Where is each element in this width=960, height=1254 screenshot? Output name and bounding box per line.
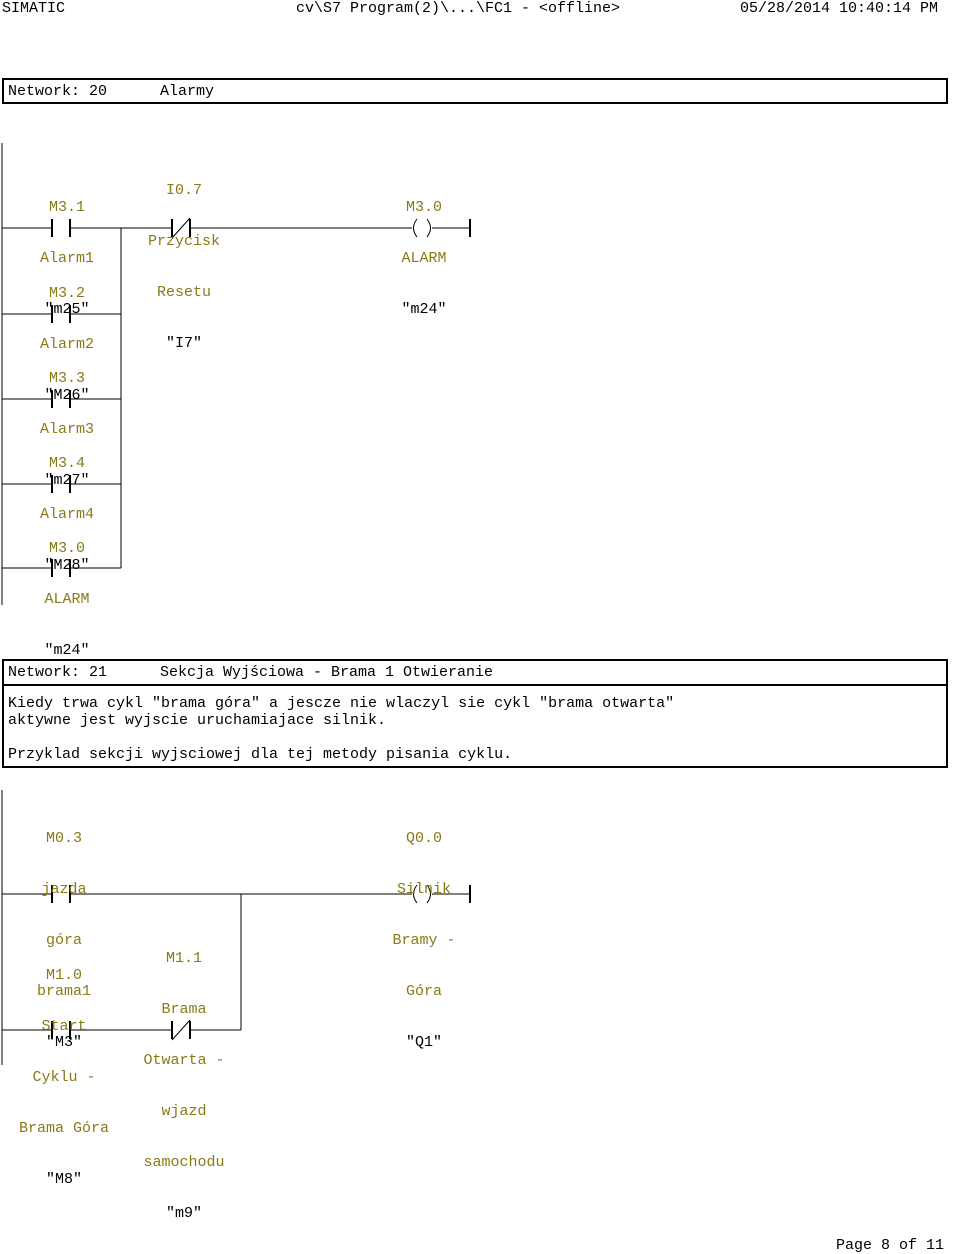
network-21-label: Network: 21 [8,664,108,681]
page-number: Page 8 of 11 [836,1237,945,1254]
network-21-comment: Kiedy trwa cykl "brama góra" a jescze ni… [2,684,948,768]
network-20-header: Network: 20 Alarmy [2,78,948,104]
network-21-title: Sekcja Wyjściowa - Brama 1 Otwieranie [160,664,494,681]
comment-line-2: aktywne jest wyjscie uruchamiajace silni… [8,712,387,729]
print-datetime: 05/28/2014 10:40:14 PM [740,0,939,17]
network-20-label: Network: 20 [8,83,108,100]
block-path: cv\S7 Program(2)\...\FC1 - <offline> [296,0,621,17]
contact-i0-7[interactable]: I0.7 Przycisk Resetu "I7" [147,182,220,352]
comment-line-3: Przyklad sekcji wyjsciowej dla tej metod… [8,746,513,763]
contact-m0-3[interactable]: M0.3 jazda góra brama1 "M3" [36,830,91,1051]
coil-q0-0[interactable]: Q0.0 Silnik Bramy - Góra "Q1" [392,830,456,1051]
network-21-header: Network: 21 Sekcja Wyjściowa - Brama 1 O… [2,659,948,686]
app-name: SIMATIC [2,0,66,17]
coil-m3-0[interactable]: M3.0 ALARM "m24" [401,199,447,318]
contact-m3-2[interactable]: M3.2 Alarm2 "M26" [39,285,94,404]
contact-m3-0-branch[interactable]: M3.0 ALARM "m24" [44,540,90,659]
comment-line-1: Kiedy trwa cykl "brama góra" a jescze ni… [8,695,675,712]
contact-m1-1[interactable]: M1.1 Brama Otwarta - wjazd samochodu "m9… [143,950,225,1222]
contact-m1-0[interactable]: M1.0 Start Cyklu - Brama Góra "M8" [18,967,109,1188]
contact-m3-4[interactable]: M3.4 Alarm4 "M28" [39,455,94,574]
contact-m3-1[interactable]: M3.1 Alarm1 "m25" [39,199,94,318]
network-20-title: Alarmy [160,83,215,100]
contact-m3-3[interactable]: M3.3 Alarm3 "m27" [39,370,94,489]
